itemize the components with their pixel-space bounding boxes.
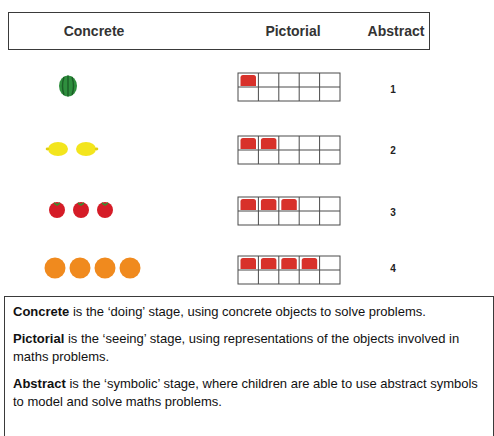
tomato [49,202,113,218]
abstract-number: 3 [390,207,396,218]
header-box: Concrete Pictorial Abstract [8,12,430,50]
definition-paragraph: Concrete is the ‘doing’ stage, using conc… [13,303,487,321]
stage-description: is the ‘symbolic’ stage, where children … [13,376,478,409]
abstract-number: 4 [390,263,396,274]
abstract-number: 2 [390,145,396,156]
definition-paragraph: Abstractis the ‘symbolic’ stage, where c… [13,375,487,411]
stage-term: Abstract [13,376,66,391]
column-heading: Pictorial [265,23,320,39]
ten-frame [238,73,340,284]
stage-description: is the ‘seeing’ stage, using representat… [13,331,459,364]
counter-block [241,75,318,269]
stage-description: is the ‘doing’ stage, using concrete obj… [73,304,426,319]
stage-term: Pictorial [13,331,64,346]
column-heading: Concrete [64,23,125,39]
watermelon [59,76,77,97]
column-heading: Abstract [368,23,425,39]
lemon [46,142,99,156]
definition-paragraph: Pictorialis the ‘seeing’ stage, using re… [13,330,487,366]
orange [45,258,141,279]
abstract-number: 1 [390,84,396,95]
stage-term: Concrete [13,304,69,319]
definition-box: Concrete is the ‘doing’ stage, using conc… [4,296,494,436]
